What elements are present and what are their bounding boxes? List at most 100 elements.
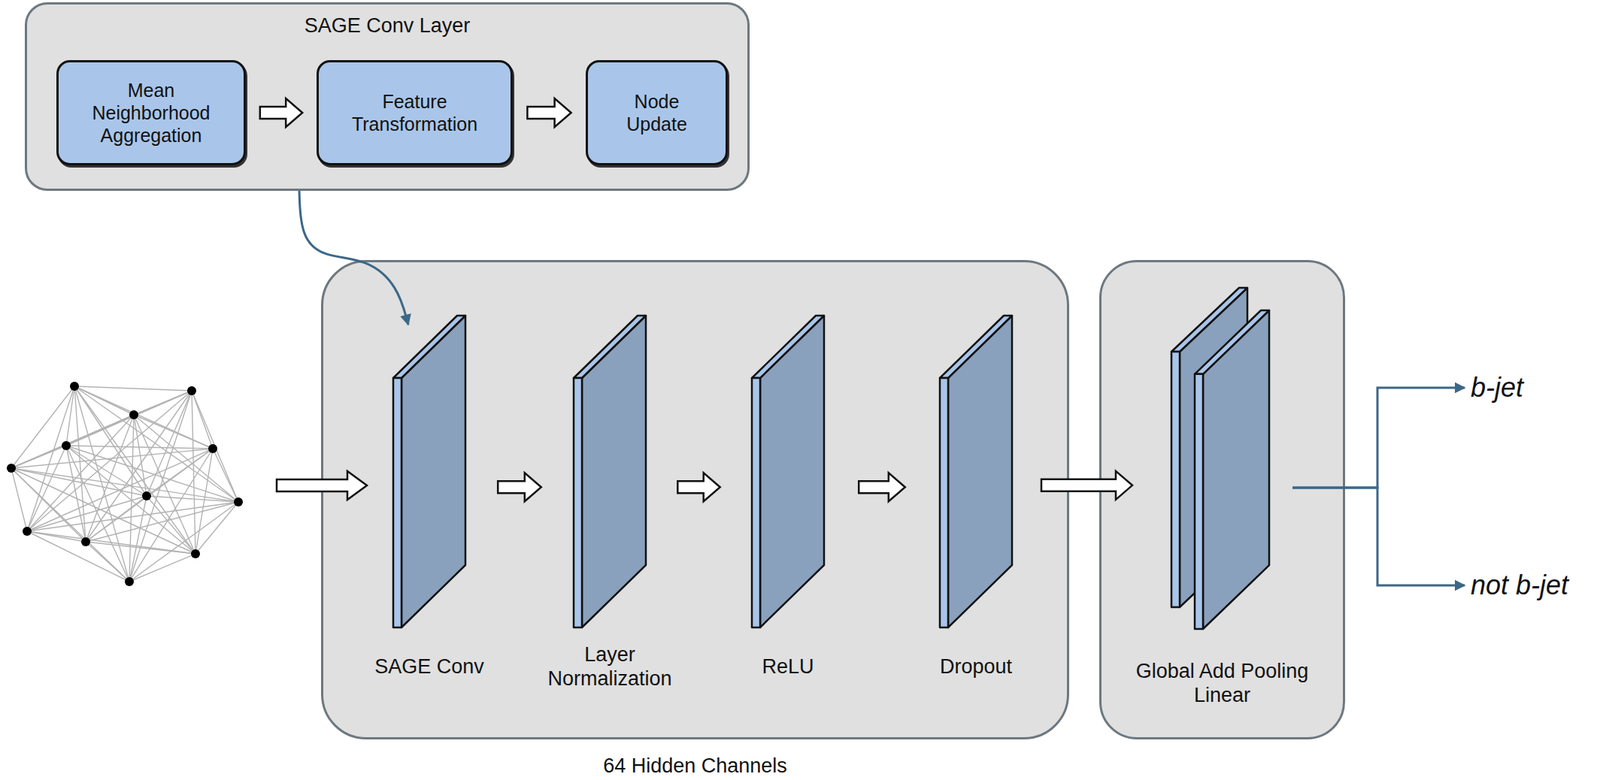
graph-edge [11, 468, 28, 532]
graph-node [208, 444, 218, 454]
graph-node [81, 537, 91, 547]
label-holder: ReLU [705, 654, 871, 679]
graph-node [61, 441, 71, 451]
slab-face [573, 315, 646, 379]
layer-block: Dropout [939, 315, 1013, 628]
graph-edge [66, 445, 130, 582]
slab-face [939, 378, 949, 628]
label-holder: Global Add Pooling Linear [1109, 659, 1336, 709]
layer-block: SAGE Conv [393, 315, 466, 628]
layer-block: ReLU [751, 315, 825, 628]
process-box: Feature Transformation [316, 60, 513, 166]
group-panel: 64 Hidden ChannelsSAGE ConvLayer Normali… [321, 260, 1070, 740]
layer-slab [393, 315, 466, 628]
graph-node [124, 577, 134, 587]
class-label: not b-jet [1470, 568, 1569, 604]
layer-slab [751, 315, 825, 628]
graph-node [233, 497, 243, 507]
graph-edge [191, 390, 239, 503]
input-arrow [276, 471, 367, 500]
graph-edge [11, 468, 147, 497]
output-label: b-jet [1470, 370, 1524, 406]
graph-edge [74, 386, 86, 543]
group-panel: SAGE Conv LayerMean Neighborhood Aggrega… [24, 2, 750, 191]
process-box: Mean Neighborhood Aggregation [56, 60, 246, 166]
layer-label: Layer Normalization [527, 642, 693, 692]
graph-node [142, 491, 152, 501]
slab-face [1171, 351, 1180, 608]
flow-arrow [1041, 471, 1133, 500]
panel-title: SAGE Conv Layer [304, 13, 471, 38]
slab-face [573, 378, 582, 628]
graph-node [187, 386, 197, 396]
graph-edge [27, 531, 130, 582]
group-panel: Global Add Pooling Linear [1099, 260, 1346, 740]
graph-edge [74, 386, 192, 391]
slab-face [393, 378, 402, 628]
graph-edge [85, 496, 147, 543]
graph-node [69, 381, 79, 391]
box-label: Node Update [608, 90, 707, 136]
flow-arrow [497, 472, 542, 502]
graph-edge [129, 502, 239, 582]
layer-block: Layer Normalization [573, 315, 646, 628]
graph-edge [74, 386, 239, 503]
layer-slab [1194, 310, 1270, 630]
label-holder: SAGE Conv Layer [161, 13, 613, 38]
graph-edge [27, 531, 196, 555]
slab-face [751, 378, 761, 628]
box-label: Mean Neighborhood Aggregation [75, 78, 227, 147]
graph-edge [133, 415, 213, 449]
label-holder: Layer Normalization [527, 642, 693, 692]
graph-nodes [6, 381, 243, 587]
graph-edge [195, 448, 213, 555]
graph-edge [85, 390, 192, 543]
layer-block-shape [939, 315, 1013, 628]
graph-edges [11, 386, 239, 582]
output-arrow [1292, 487, 1465, 586]
layer-block-shape [751, 315, 825, 628]
flow-arrow [260, 98, 303, 128]
graph-edge [66, 445, 196, 555]
layer-label: ReLU [761, 654, 814, 679]
graph-edge [85, 415, 134, 543]
slab-face [1194, 374, 1204, 630]
graph-edge [27, 496, 147, 532]
graph-edge [212, 448, 239, 503]
graph-edge [11, 448, 213, 469]
graph-edge [146, 496, 239, 503]
output-label: not b-jet [1470, 568, 1569, 604]
graph-edge [85, 502, 239, 543]
flow-arrow [677, 472, 720, 502]
graph-edge [146, 496, 196, 555]
flow-arrow [858, 472, 906, 502]
class-label: b-jet [1470, 370, 1524, 406]
flow-arrow [527, 98, 571, 128]
graph-edge [11, 468, 196, 555]
graph-edge [195, 502, 239, 555]
graph-edge [191, 390, 196, 555]
box-label: Feature Transformation [333, 90, 496, 136]
graph-edge [66, 445, 213, 449]
graph-edge [129, 554, 196, 582]
graph-edge [11, 386, 75, 469]
graph-edge [27, 390, 192, 532]
slab-face [393, 315, 466, 379]
slab-face [1194, 310, 1270, 375]
graph-node [190, 549, 200, 559]
graph-edge [85, 542, 196, 555]
layer-label: SAGE Conv [374, 654, 485, 679]
layer-block-shape [573, 315, 646, 628]
slab-face [751, 315, 825, 379]
graph-node [22, 527, 32, 537]
label-holder: SAGE Conv [346, 654, 513, 679]
graph-node [129, 410, 139, 420]
graph-edge [85, 542, 130, 582]
output-arrow [1292, 387, 1465, 488]
label-holder: 64 Hidden Channels [469, 754, 922, 779]
layer-slab [939, 315, 1013, 628]
graph-edge [129, 496, 147, 582]
layer-label: Dropout [939, 654, 1013, 679]
panel-title: 64 Hidden Channels [603, 754, 788, 779]
